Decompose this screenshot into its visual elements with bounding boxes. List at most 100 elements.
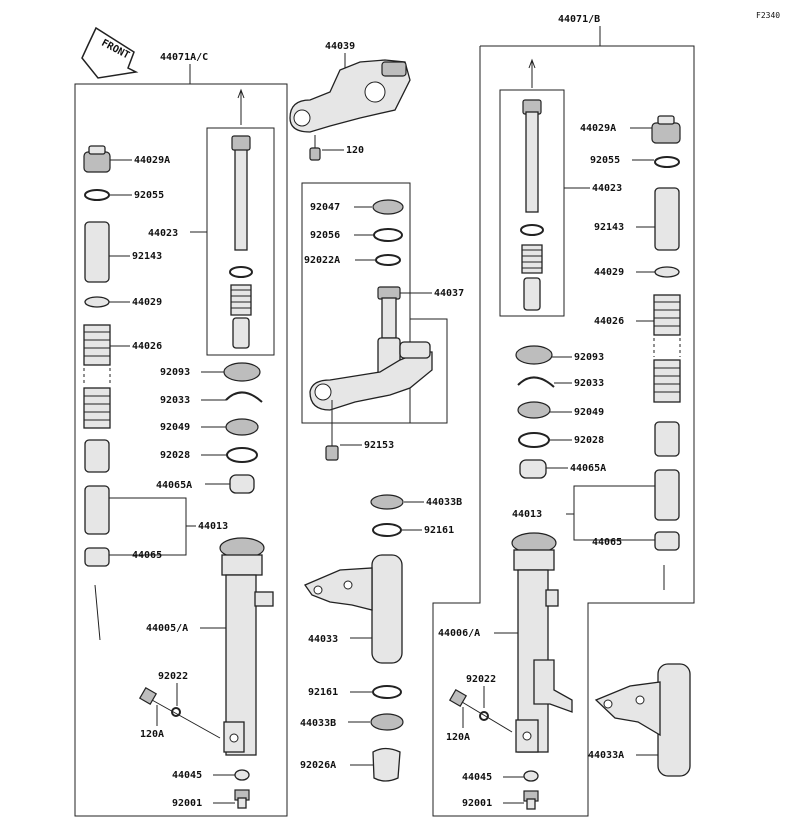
axle-bolt-left (138, 686, 221, 739)
assembly-left-label: 44071A/C (160, 52, 208, 63)
dust-ring-right (518, 432, 550, 448)
cap-bolt-right (651, 115, 681, 144)
washer-92022A (375, 254, 401, 266)
stopper-ring-left (225, 391, 263, 403)
fork-spring-left (83, 324, 111, 429)
label-92143-right: 92143 (594, 222, 624, 233)
drain-bolt-left (234, 789, 250, 809)
assembly-right-label: 44071/B (558, 14, 600, 25)
cap-44033B-top (370, 494, 404, 510)
washer-right (654, 266, 680, 278)
label-120: 120 (346, 145, 364, 156)
label-44033: 44033 (308, 634, 338, 645)
drain-bolt-right (523, 790, 539, 810)
steering-stem-box (301, 182, 411, 424)
label-44013-right: 44013 (512, 509, 542, 520)
figure-code: F2340 (756, 11, 780, 20)
label-44065A-right: 44065A (570, 463, 606, 474)
label-44006A-right: 44006/A (438, 628, 480, 639)
label-120A-left: 120A (140, 729, 164, 740)
label-44065-left: 44065 (132, 550, 162, 561)
label-92055-left: 92055 (134, 190, 164, 201)
label-92001-left: 92001 (172, 798, 202, 809)
bolt-120 (309, 135, 321, 161)
label-44013-left: 44013 (198, 521, 228, 532)
label-44026-right: 44026 (594, 316, 624, 327)
damper-rod-right (520, 58, 544, 311)
cap-44033B-bot (370, 713, 404, 731)
label-44005A-left: 44005/A (146, 623, 188, 634)
bushing-left (84, 439, 110, 473)
label-44029-right: 44029 (594, 267, 624, 278)
label-44065A-left: 44065A (156, 480, 192, 491)
label-120A-right: 120A (446, 732, 470, 743)
assembly-left-box (74, 83, 288, 817)
label-92033-right: 92033 (574, 378, 604, 389)
label-44045-right: 44045 (462, 772, 492, 783)
bushing-lower-right (654, 531, 680, 551)
dust-ring-left (226, 447, 258, 463)
guide-left (229, 474, 255, 494)
seal-92056 (373, 228, 403, 242)
fork-spring-right (653, 294, 681, 403)
upper-bracket (289, 59, 411, 133)
ring-92161-top (372, 523, 402, 537)
damper-subgroup-right (499, 89, 565, 317)
damper-rod-left (229, 88, 253, 349)
label-92143-left: 92143 (132, 251, 162, 262)
seal-left (225, 418, 259, 436)
label-92022-left: 92022 (158, 671, 188, 682)
spacer-right (654, 187, 680, 251)
label-92056: 92056 (310, 230, 340, 241)
inner-tube-left (84, 485, 110, 535)
label-44045-left: 44045 (172, 770, 202, 781)
label-44029A-right: 44029A (580, 123, 616, 134)
label-44023-left: 44023 (148, 228, 178, 239)
label-92047: 92047 (310, 202, 340, 213)
cap-bolt-left (83, 145, 111, 173)
seal-right (517, 401, 551, 419)
spacer-left (84, 221, 110, 283)
label-92093-right: 92093 (574, 352, 604, 363)
washer-bottom-right (523, 770, 539, 782)
label-44029A-left: 44029A (134, 155, 170, 166)
label-92033-left: 92033 (160, 395, 190, 406)
guide-right (519, 459, 547, 479)
handlebar-44033 (304, 554, 403, 664)
label-92049-right: 92049 (574, 407, 604, 418)
label-92161-top: 92161 (424, 525, 454, 536)
steering-stem (309, 286, 433, 411)
label-44029-left: 44029 (132, 297, 162, 308)
inner-tube-right (654, 469, 680, 521)
washer-left (84, 296, 110, 308)
label-44033A: 44033A (588, 750, 624, 761)
label-92026A: 92026A (300, 760, 336, 771)
bushing-lower-left (84, 547, 110, 567)
bolt-92153 (325, 400, 339, 461)
oring-right (654, 156, 680, 168)
label-44039: 44039 (325, 41, 355, 52)
damper-subgroup-left (206, 127, 275, 356)
axle-bolt-right (448, 688, 513, 733)
outer-tube-right (511, 532, 573, 753)
ring-92161-bot (372, 685, 402, 699)
front-arrow-icon: FRONT (81, 26, 139, 79)
label-92093-left: 92093 (160, 367, 190, 378)
grip-92026A (372, 747, 401, 782)
bearing-92047 (372, 199, 404, 215)
label-92022-right: 92022 (466, 674, 496, 685)
label-44033B-top: 44033B (426, 497, 462, 508)
label-92049-left: 92049 (160, 422, 190, 433)
label-92022A: 92022A (304, 255, 340, 266)
label-92161-bot: 92161 (308, 687, 338, 698)
label-92001-right: 92001 (462, 798, 492, 809)
label-44023-right: 44023 (592, 183, 622, 194)
label-92028-right: 92028 (574, 435, 604, 446)
oil-seal-right (515, 345, 553, 365)
oring-left (84, 189, 110, 201)
label-92153: 92153 (364, 440, 394, 451)
label-92055-right: 92055 (590, 155, 620, 166)
label-92028-left: 92028 (160, 450, 190, 461)
label-44026-left: 44026 (132, 341, 162, 352)
